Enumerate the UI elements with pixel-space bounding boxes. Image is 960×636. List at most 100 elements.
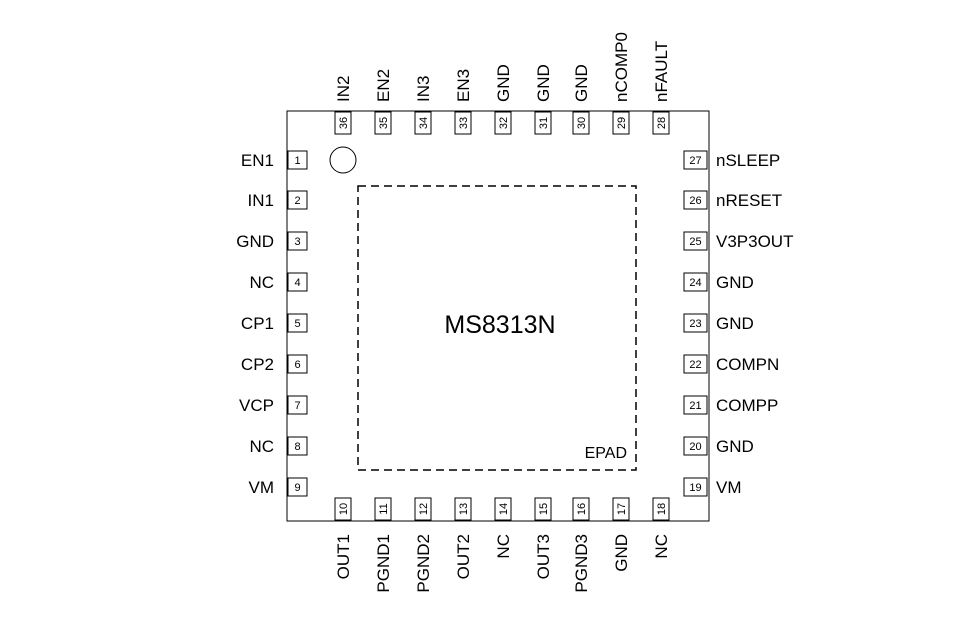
pin-15-number: 15 (538, 503, 550, 515)
pin-6-label: CP2 (241, 355, 274, 374)
pin-17-box (612, 497, 630, 521)
pin-20-label: GND (716, 437, 754, 456)
pin-23-number: 23 (689, 318, 701, 330)
pin-7-number: 7 (294, 400, 300, 412)
pin-29-label: nCOMP0 (612, 32, 631, 102)
pin-10-box (334, 497, 352, 521)
pin-22-box (683, 354, 708, 374)
pin-35-box (374, 111, 392, 135)
pin-1-number: 1 (294, 155, 300, 167)
pin-15-label: OUT3 (534, 534, 553, 579)
pin-30-box (572, 111, 590, 135)
pin-28-label: nFAULT (652, 41, 671, 102)
pin-3-box (287, 231, 308, 251)
pin-31-box (534, 111, 552, 135)
pin-11-number: 11 (378, 503, 390, 514)
pin-5-box (287, 313, 308, 333)
pin-21-label: COMPP (716, 396, 778, 415)
pin-4-label: NC (249, 273, 274, 292)
pin-23-label: GND (716, 314, 754, 333)
pin-14-box (494, 497, 512, 521)
pin-29-number: 29 (616, 117, 628, 129)
pin-1-box (287, 150, 308, 170)
pin-22-label: COMPN (716, 355, 779, 374)
exposed-pad (357, 185, 637, 471)
pin-6-box (287, 354, 308, 374)
pin-12-label: PGND2 (414, 534, 433, 593)
pin-3-label: GND (236, 232, 274, 251)
pin-14-label: NC (494, 534, 513, 559)
pin-12-box (414, 497, 432, 521)
pin-2-box (287, 190, 308, 210)
pin-32-box (494, 111, 512, 135)
pin-18-label: NC (652, 534, 671, 559)
pin-1-label: EN1 (241, 151, 274, 170)
pin-20-number: 20 (689, 441, 701, 453)
pin-3-number: 3 (294, 236, 300, 248)
pin-7-label: VCP (239, 396, 274, 415)
pin-9-label: VM (249, 478, 275, 497)
pin-23-box (683, 313, 708, 333)
pin-30-number: 30 (576, 117, 588, 129)
pin-33-number: 33 (458, 117, 470, 129)
pin-13-label: OUT2 (454, 534, 473, 579)
pin-2-label: IN1 (248, 191, 274, 210)
pin-17-number: 17 (616, 503, 628, 515)
pin-25-label: V3P3OUT (716, 232, 793, 251)
pin-35-number: 35 (378, 117, 390, 129)
pin-19-number: 19 (689, 482, 701, 494)
pin-22-number: 22 (689, 359, 701, 371)
pin-8-box (287, 436, 308, 456)
pin-32-label: GND (494, 64, 513, 102)
pin-10-number: 10 (338, 503, 350, 515)
pin-33-box (454, 111, 472, 135)
pin-25-number: 25 (689, 236, 701, 248)
pin-31-label: GND (534, 64, 553, 102)
pin1-marker (329, 146, 357, 174)
pin-9-box (287, 477, 308, 497)
pin-7-box (287, 395, 308, 415)
pin-26-number: 26 (689, 195, 701, 207)
pin-28-number: 28 (656, 117, 668, 129)
pin-16-label: PGND3 (572, 534, 591, 593)
pin-16-box (572, 497, 590, 521)
pin-36-number: 36 (338, 117, 350, 129)
pin-24-number: 24 (689, 277, 701, 289)
pin-27-box (683, 150, 708, 170)
pin-18-number: 18 (656, 503, 668, 515)
pin-4-number: 4 (294, 277, 300, 289)
pin-10-label: OUT1 (334, 534, 353, 579)
pin-20-box (683, 436, 708, 456)
pin-15-box (534, 497, 552, 521)
epad-label: EPAD (585, 445, 627, 462)
pin-5-label: CP1 (241, 314, 274, 333)
pin-33-label: EN3 (454, 69, 473, 102)
pin-30-label: GND (572, 64, 591, 102)
pin-19-box (683, 477, 708, 497)
pin-25-box (683, 231, 708, 251)
pin-11-box (374, 497, 392, 521)
pin-12-number: 12 (418, 503, 430, 515)
pin-9-number: 9 (294, 482, 300, 494)
pin-28-box (652, 111, 670, 135)
pin-13-number: 13 (458, 503, 470, 515)
pin-34-label: IN3 (414, 76, 433, 102)
pin-13-box (454, 497, 472, 521)
pin-31-number: 31 (538, 117, 550, 129)
pin-27-number: 27 (689, 155, 701, 167)
pin-19-label: VM (716, 478, 742, 497)
pin-24-box (683, 272, 708, 292)
pin-29-box (612, 111, 630, 135)
pin-16-number: 16 (576, 503, 588, 515)
pin-18-box (652, 497, 670, 521)
package-outline (286, 110, 710, 522)
pin-11-label: PGND1 (374, 534, 393, 593)
pin-21-box (683, 395, 708, 415)
pin-5-number: 5 (294, 318, 300, 330)
pin-21-number: 21 (689, 400, 701, 412)
pin-2-number: 2 (294, 195, 300, 207)
pin-32-number: 32 (498, 117, 510, 129)
chip-name: MS8313N (444, 311, 555, 339)
